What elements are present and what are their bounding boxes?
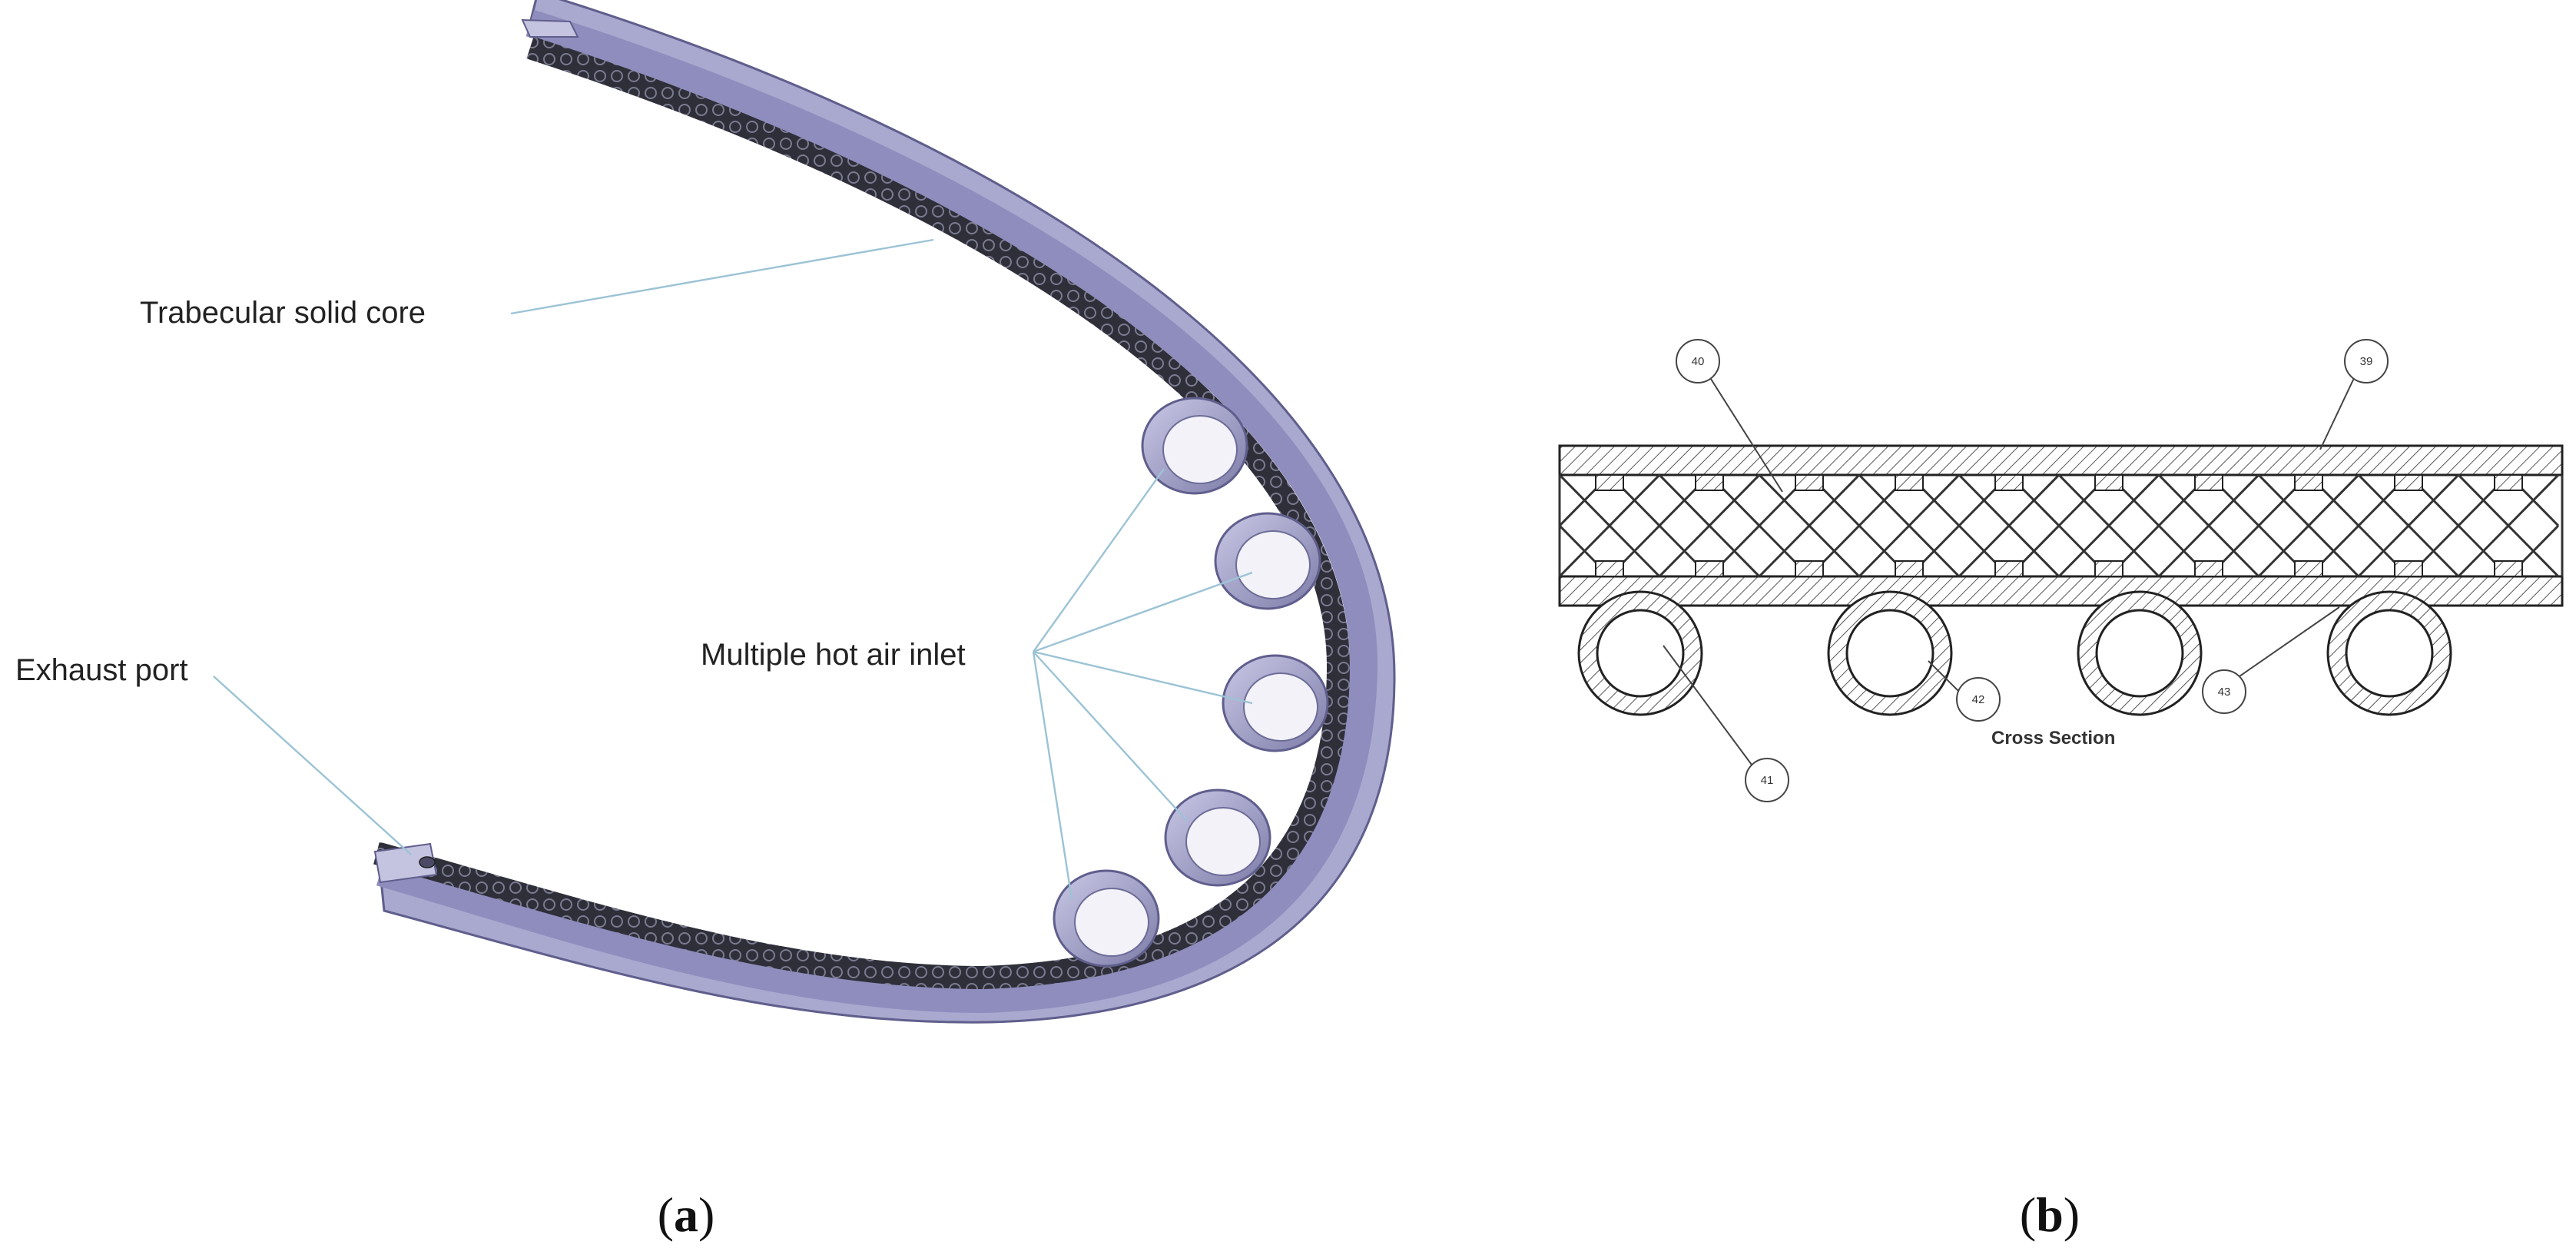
panel-b-balloons: 40 39 42 43 41 (1663, 339, 2389, 802)
lattice-node (2294, 560, 2323, 577)
cross-section-caption: Cross Section (1991, 728, 2115, 749)
lattice-strut (2257, 473, 2360, 578)
duct-inner-face (376, 9, 1378, 1014)
lattice-node (2494, 560, 2523, 577)
lattice-strut (1958, 473, 2060, 578)
lattice-strut (2157, 473, 2260, 578)
lattice-node (1895, 560, 1924, 577)
lattice-node (2494, 474, 2523, 491)
leader-exhaust-port (213, 676, 412, 855)
balloon-39 (2344, 339, 2389, 383)
lattice-strut (2357, 473, 2460, 578)
label-exhaust-port: Exhaust port (15, 653, 188, 687)
top-plate (1558, 444, 2564, 476)
lattice-node (2294, 474, 2323, 491)
leader-balloon-41 (1663, 645, 1752, 765)
balloon-41 (1745, 758, 1789, 802)
leader-balloon-39 (2319, 376, 2356, 450)
panel-label-a: (a) (658, 1187, 715, 1242)
leader-inlet-4 (1033, 651, 1188, 822)
balloon-40-number: 40 (1692, 355, 1705, 368)
lattice-node (1795, 560, 1824, 577)
tube-42 (1827, 590, 1953, 716)
inlet-1 (1141, 397, 1248, 495)
tube-channels (1577, 590, 2452, 716)
lattice-node (1994, 560, 2024, 577)
leader-balloon-40 (1709, 376, 1783, 493)
duct-bottom-end (373, 842, 438, 884)
lattice-strut (1658, 473, 1761, 578)
lattice-strut (2057, 473, 2160, 578)
panel-b-cross-section (1558, 444, 2564, 716)
tube-right (2326, 590, 2452, 716)
lattice-strut (1858, 473, 1961, 578)
hot-air-inlets (1053, 397, 1329, 968)
balloon-43 (2202, 669, 2246, 714)
balloon-39-number: 39 (2360, 355, 2373, 368)
lattice-node (1595, 560, 1624, 577)
lattice-node (2094, 560, 2123, 577)
label-trabecular-core: Trabecular solid core (140, 296, 426, 330)
leader-balloon-43 (2239, 606, 2340, 677)
lattice-node (1994, 474, 2024, 491)
leader-inlet-2 (1033, 571, 1253, 653)
inlet-4 (1164, 789, 1271, 887)
inlet-5 (1053, 869, 1160, 968)
lattice-node (2194, 474, 2223, 491)
panel-a-leaders (213, 238, 1253, 900)
lattice-node (1695, 474, 1724, 491)
leader-trabecular-core (510, 238, 934, 315)
lattice-node (2394, 474, 2423, 491)
lattice-node (2394, 560, 2423, 577)
leader-inlet-3 (1033, 650, 1253, 705)
lattice-node (1695, 560, 1724, 577)
lattice-strut (2457, 473, 2560, 578)
leader-inlet-1 (1033, 468, 1165, 652)
balloon-42-number: 42 (1972, 693, 1985, 706)
balloon-43-number: 43 (2218, 686, 2231, 699)
lattice-strut (1558, 473, 1661, 578)
duct-top-end (521, 18, 579, 38)
lattice-nodes (1595, 474, 2523, 577)
label-hot-air-inlet: Multiple hot air inlet (701, 638, 966, 672)
inlet-2 (1214, 512, 1321, 610)
tube-41 (1577, 590, 1703, 716)
lattice-node (1895, 474, 1924, 491)
leader-balloon-42 (1928, 660, 1960, 692)
inlet-3 (1222, 654, 1329, 752)
lattice-strut (1758, 473, 1861, 578)
lattice-node (1595, 474, 1624, 491)
lattice-node (2094, 474, 2123, 491)
balloon-42 (1956, 677, 2001, 722)
panel-a-duct-model (373, 0, 1396, 1024)
lattice-node (2194, 560, 2223, 577)
leader-inlet-5 (1032, 651, 1073, 900)
lattice-node (1795, 474, 1824, 491)
balloon-40 (1676, 339, 1720, 383)
trabecular-core-band (373, 36, 1351, 990)
balloon-41-number: 41 (1761, 774, 1774, 787)
tube-mid (2077, 590, 2203, 716)
exhaust-port-hole (419, 856, 436, 868)
panel-label-b: (b) (2020, 1187, 2080, 1242)
